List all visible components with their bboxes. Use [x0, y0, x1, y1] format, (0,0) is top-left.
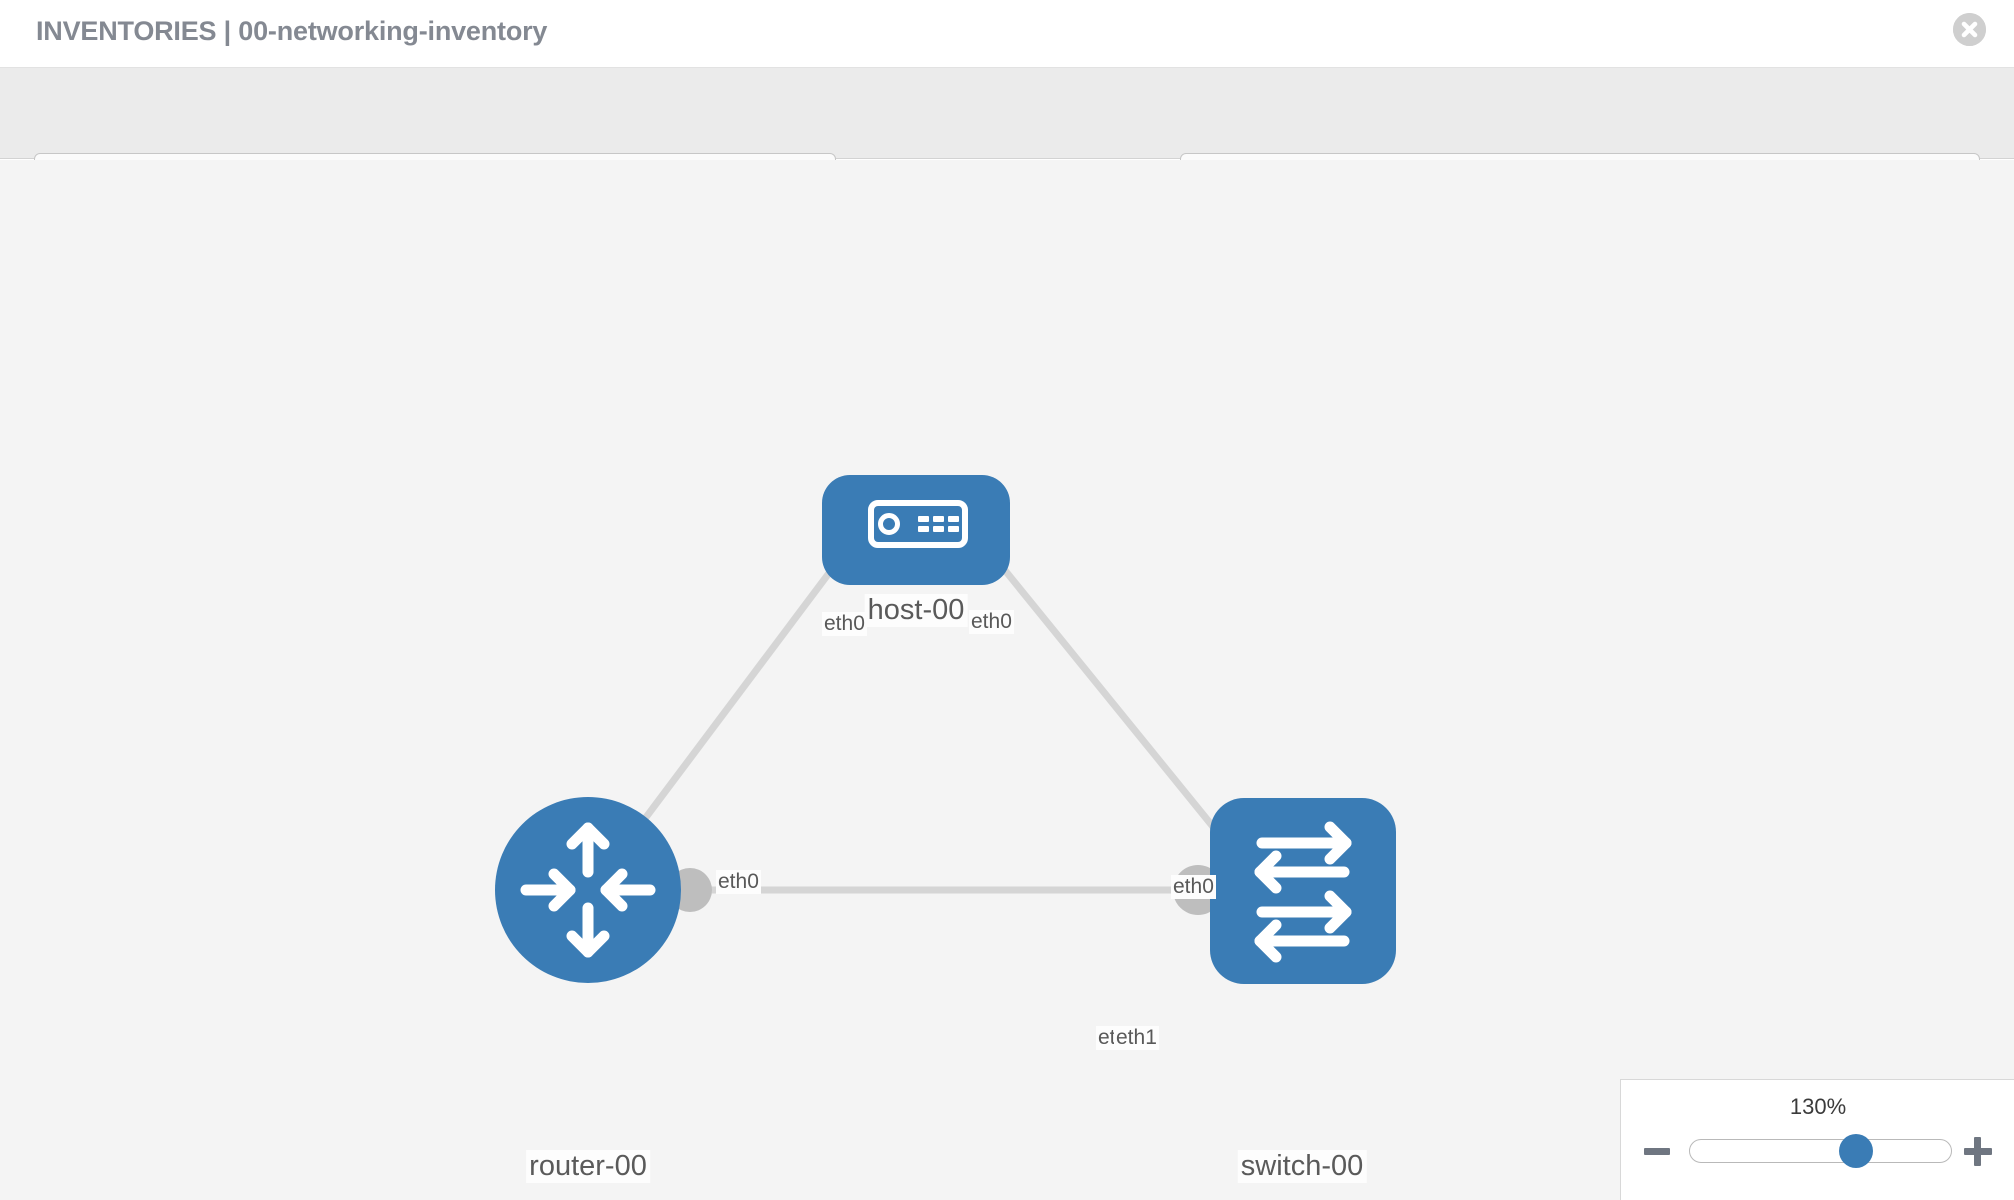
zoom-slider-thumb[interactable]	[1838, 1134, 1873, 1168]
switch-icon	[1254, 821, 1352, 963]
node-label-router-00: router-00	[526, 1150, 650, 1183]
server-icon-vents	[918, 516, 959, 532]
zoom-level-value: 130%	[1789, 1094, 1847, 1119]
zoom-slider[interactable]	[1689, 1134, 1952, 1168]
topology-canvas[interactable]: eth0 eth0 eth0 eth0 eth0 eth1 host-00 ro…	[0, 160, 2014, 1200]
zoom-control-panel: 130%	[1620, 1079, 2014, 1200]
toolbar: ACTIONS SEARCH	[0, 68, 2014, 211]
zoom-out-button[interactable]	[1641, 1132, 1675, 1170]
page-header: INVENTORIES | 00-networking-inventory	[0, 0, 2014, 68]
zoom-slider-row	[1621, 1132, 2014, 1172]
zoom-in-button[interactable]	[1961, 1132, 1995, 1170]
edge-label: eth0	[716, 870, 761, 894]
router-icon	[520, 822, 656, 958]
page-title: INVENTORIES | 00-networking-inventory	[36, 16, 548, 46]
edge-label: eth1	[1114, 1026, 1159, 1050]
edge-label: eth0	[969, 610, 1014, 634]
node-switch-00	[1210, 798, 1396, 984]
node-label-host-00: host-00	[864, 594, 968, 627]
close-icon[interactable]	[1953, 13, 1986, 46]
server-icon	[868, 500, 968, 548]
node-router-00	[495, 797, 681, 983]
server-icon-led	[878, 513, 900, 535]
edge-label: eth0	[1171, 875, 1216, 899]
topology-graph	[495, 475, 1396, 984]
node-host-00	[822, 475, 1010, 585]
edge-label: eth0	[822, 612, 867, 636]
node-label-switch-00: switch-00	[1237, 1150, 1367, 1183]
